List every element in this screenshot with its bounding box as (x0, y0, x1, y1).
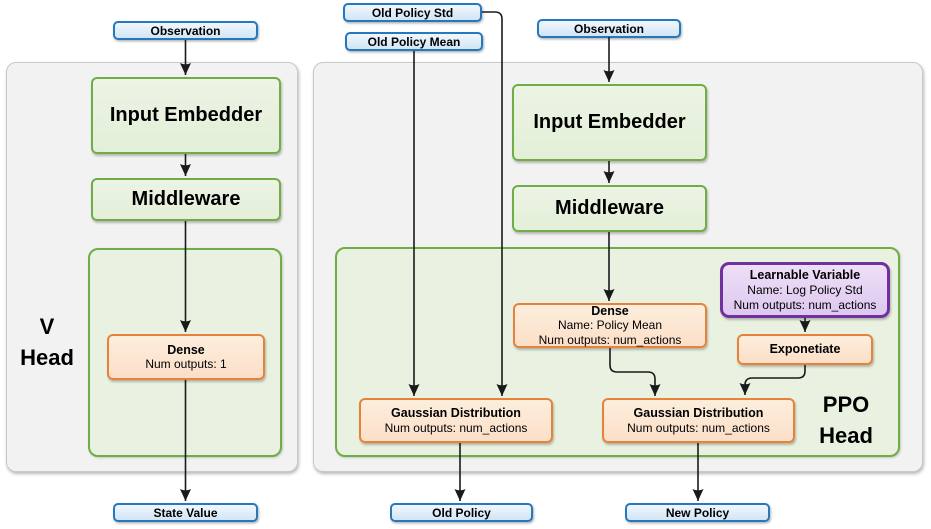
old-policy-mean-input: Old Policy Mean (345, 32, 483, 51)
dense-policy-mean-name: Name: Policy Mean (557, 318, 663, 333)
dense-policy-mean-title: Dense (591, 303, 629, 318)
v-head-label-line1: V (39, 314, 55, 339)
old-policy-std-input: Old Policy Std (343, 3, 482, 22)
observation-input-right: Observation (537, 19, 681, 38)
dense-policy-mean-outputs: Num outputs: num_actions (538, 332, 682, 347)
exponetiate-node: Exponetiate (737, 334, 873, 365)
gaussian-distribution-old-node: Gaussian Distribution Num outputs: num_a… (359, 398, 553, 443)
ppo-head-label-line2: Head (819, 423, 873, 448)
gaussian-old-title: Gaussian Distribution (391, 406, 521, 420)
learnable-variable-name: Name: Log Policy Std (747, 282, 863, 297)
input-embedder-right: Input Embedder (512, 84, 707, 161)
state-value-output: State Value (113, 503, 258, 522)
learnable-variable-title: Learnable Variable (749, 267, 861, 282)
learnable-variable-outputs: Num outputs: num_actions (733, 297, 877, 312)
middleware-right: Middleware (512, 185, 707, 232)
dense-node-v-title: Dense (167, 342, 205, 357)
gaussian-new-outputs: Num outputs: num_actions (627, 420, 770, 435)
old-policy-output: Old Policy (390, 503, 533, 522)
new-policy-output: New Policy (625, 503, 770, 522)
v-head-label-line2: Head (20, 345, 74, 370)
exponetiate-label: Exponetiate (769, 342, 841, 357)
learnable-variable-node: Learnable Variable Name: Log Policy Std … (720, 262, 890, 318)
gaussian-new-title: Gaussian Distribution (633, 406, 764, 420)
v-head-label: V Head (8, 311, 86, 373)
dense-node-v-outputs: Num outputs: 1 (145, 357, 227, 371)
gaussian-old-outputs: Num outputs: num_actions (384, 420, 528, 435)
ppo-head-label: PPO Head (799, 389, 893, 451)
middleware-left: Middleware (91, 178, 281, 221)
dense-policy-mean-node: Dense Name: Policy Mean Num outputs: num… (513, 303, 707, 348)
input-embedder-left: Input Embedder (91, 77, 281, 154)
dense-node-v: Dense Num outputs: 1 (107, 334, 265, 380)
observation-input-left: Observation (113, 21, 258, 40)
gaussian-distribution-new-node: Gaussian Distribution Num outputs: num_a… (602, 398, 795, 443)
ppo-head-label-line1: PPO (822, 392, 870, 417)
